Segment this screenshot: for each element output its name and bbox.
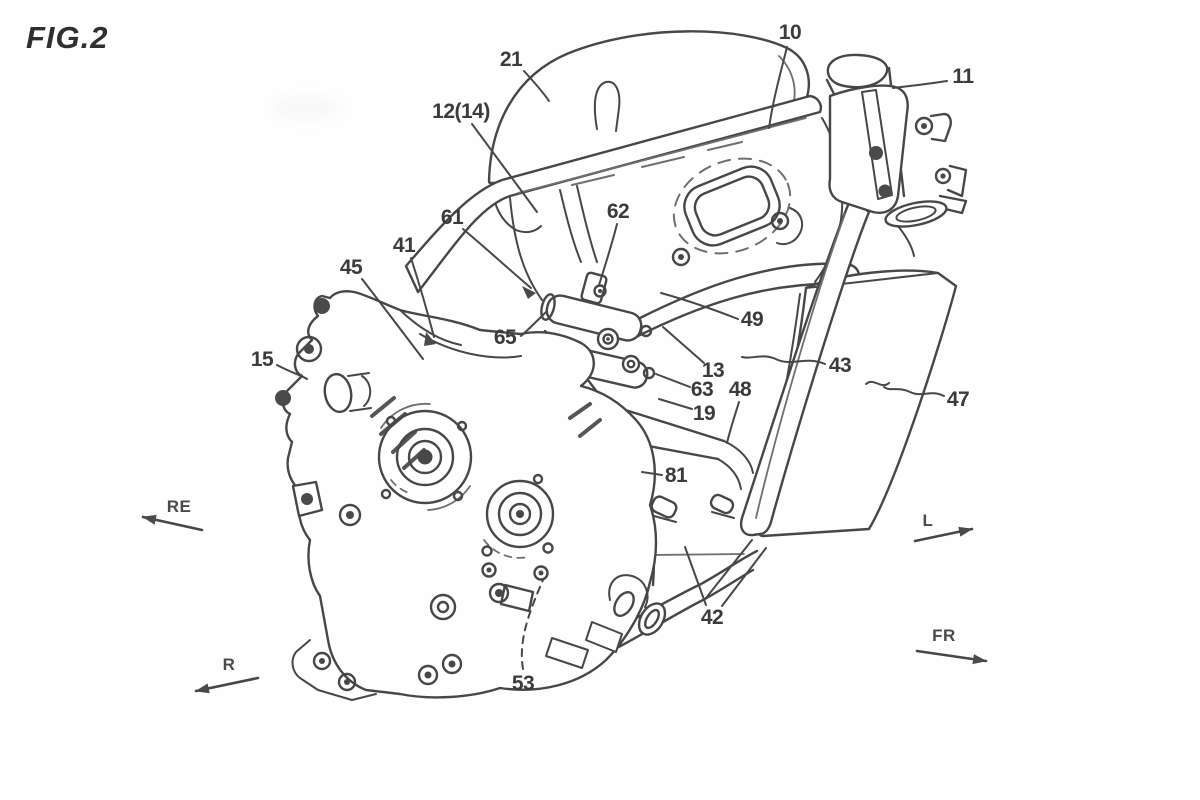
head-tube-assembly	[825, 53, 968, 257]
figure-title: FIG.2	[26, 20, 109, 55]
direction-arrow-re	[141, 514, 204, 532]
direction-arrows	[141, 514, 988, 694]
scan-smudge	[270, 95, 340, 121]
direction-arrow-r	[194, 676, 260, 694]
actuator-cluster	[545, 574, 667, 669]
main-frame-spar	[404, 94, 823, 294]
intake-duct	[559, 185, 598, 263]
frame-downtube	[739, 196, 871, 537]
crankcase-cover-primary	[377, 402, 473, 511]
crankcase-cover-secondary	[481, 473, 555, 559]
water-pump-fittings	[481, 562, 549, 613]
direction-arrow-fr	[915, 649, 988, 665]
engine-crankcase	[275, 290, 658, 701]
leader-lines	[276, 46, 948, 670]
direction-arrow-l	[913, 526, 974, 543]
frame-side-plate	[509, 157, 804, 301]
